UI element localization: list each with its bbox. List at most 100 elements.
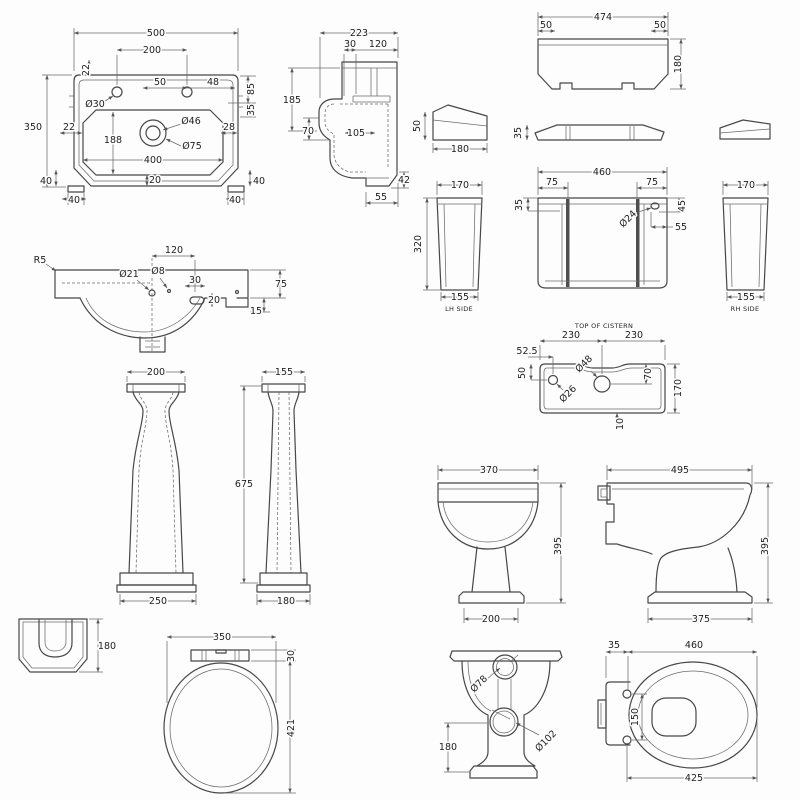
dim-trap-height: 180 (98, 641, 116, 652)
dim-pedestal-side-base: 180 (277, 596, 295, 607)
dim-rh-base: 155 (737, 292, 755, 303)
dim-rear-outlet: Ø102 (533, 728, 559, 754)
dim-hole-spacing: 200 (143, 45, 161, 56)
dim-cistern-rim: 35 (514, 199, 525, 211)
dim-cistern-hole-down: 45 (677, 200, 688, 212)
dim-pedestal-top: 200 (147, 367, 165, 378)
dim-lh-base: 155 (451, 292, 469, 303)
dim-basin-width: 500 (147, 28, 165, 39)
pedestal-front-view: 200 250 (116, 366, 197, 609)
dim-center-to-hole: 50 (154, 77, 166, 88)
dim-section-span: 120 (165, 245, 183, 256)
dim-rh-width: 170 (737, 180, 755, 191)
dim-lid-end-left: 50 (540, 20, 552, 31)
dim-back: 120 (369, 39, 387, 50)
dim-rear-inlet: Ø78 (468, 673, 490, 695)
dim-pedestal-base: 250 (149, 596, 167, 607)
dim-lid-left-height: 50 (412, 120, 423, 132)
dim-top-depth: 170 (673, 379, 684, 397)
dim-section-height: 75 (275, 279, 287, 290)
dim-basin-height: 350 (24, 122, 42, 133)
dim-section-drop: 20 (208, 295, 220, 306)
dim-lid-end-right: 50 (654, 20, 666, 31)
dim-cistern-hole-in: 55 (675, 222, 687, 233)
dim-inner-depth: 105 (347, 128, 365, 139)
dim-base-depth: 55 (375, 192, 387, 203)
toilet-seat-view: 350 30 421 (163, 631, 299, 794)
dim-web: 30 (344, 39, 356, 50)
dim-hinge-span: 150 (630, 708, 641, 726)
dim-bottom-gap: 20 (149, 175, 161, 186)
dim-cistern-inset-right: 75 (646, 177, 658, 188)
lid-end-left: 50 180 (411, 104, 488, 157)
dim-cistern-inset-left: 75 (546, 177, 558, 188)
dim-lh-height: 320 (413, 235, 424, 253)
dim-outlet: 42 (398, 175, 410, 186)
dim-toilet-side-base: 375 (692, 614, 710, 625)
dim-section-hole-b: Ø8 (151, 266, 165, 277)
dim-side-height: 185 (283, 95, 301, 106)
toilet-side-view: 495 395 375 (597, 464, 773, 627)
dim-cistern-hole: Ø24 (617, 208, 639, 230)
dim-lh-width: 170 (451, 180, 469, 191)
dim-top-lip: 10 (615, 418, 626, 430)
pedestal-side-view: 155 675 180 (233, 366, 311, 609)
dim-cistern-width: 460 (593, 167, 611, 178)
dim-rear-base-height: 180 (439, 742, 457, 753)
trap-section: 180 (18, 618, 118, 673)
dim-foot-right-w: 40 (229, 195, 241, 206)
dim-toilet-depth: 495 (671, 465, 689, 476)
dim-toilet-side-height: 395 (760, 537, 771, 555)
toilet-rear-view: Ø78 Ø102 180 (437, 650, 563, 779)
cistern-lh-side: 170 320 155 LH SIDE (412, 179, 483, 315)
dim-section-slot: 30 (189, 275, 201, 286)
basin-horizontal-section: R5 120 Ø21 Ø8 30 75 20 15 (32, 244, 289, 353)
label-rh-side: RH SIDE (731, 305, 760, 313)
dim-foot-left-w: 40 (68, 195, 80, 206)
toilet-top-view: 35 460 150 425 (597, 639, 758, 786)
dim-bowl-depth: 188 (104, 135, 122, 146)
dim-seat-length: 421 (286, 719, 297, 737)
dim-basin-depth: 223 (350, 28, 368, 39)
dim-seat-width: 350 (213, 632, 231, 643)
dim-pan-length: 425 (685, 773, 703, 784)
dim-waste-outer: Ø75 (182, 141, 202, 152)
dim-top-right-half: 230 (625, 330, 643, 341)
dim-foot-right-h: 40 (253, 176, 265, 187)
dim-hole-to-edge: 48 (207, 77, 219, 88)
dim-section-lip: 15 (250, 306, 262, 317)
dim-foot-left-h: 40 (40, 176, 52, 187)
basin-side-section: 223 30 120 185 70 105 42 55 (281, 27, 412, 207)
dim-top-offset: 70 (643, 368, 654, 380)
dim-pedestal-side-top: 155 (275, 367, 293, 378)
cistern-front-view: 460 75 75 35 Ø24 45 55 (513, 166, 690, 289)
dim-toilet-height: 395 (553, 537, 564, 555)
dim-top-edge: 50 (517, 367, 528, 379)
dim-section-radius: R5 (34, 255, 47, 266)
toilet-front-view: 370 395 200 (437, 464, 566, 627)
dim-lid-left-width: 180 (451, 144, 469, 155)
dim-seat-hinge: 30 (286, 650, 297, 662)
dim-toilet-width: 370 (480, 465, 498, 476)
dim-tap-hole: Ø30 (85, 99, 105, 110)
cistern-lid-front: 474 50 50 180 (537, 11, 686, 90)
dim-pedestal-height: 675 (235, 479, 253, 490)
dim-lid-width: 474 (594, 12, 612, 23)
dim-right-top: 85 (246, 83, 257, 95)
dim-lid-height: 180 (673, 55, 684, 73)
dim-hole-top-offset: 22 (81, 64, 92, 76)
dim-left-gap: 22 (63, 122, 75, 133)
dim-right-gap: 28 (223, 122, 235, 133)
dim-right-mid: 35 (246, 104, 257, 116)
dim-section-hole-a: Ø21 (119, 269, 139, 280)
dim-top-bracket: 35 (608, 640, 620, 651)
label-lh-side: LH SIDE (445, 305, 473, 313)
basin-front-view: 500 200 22 50 48 85 35 350 22 Ø30 188 Ø4… (22, 27, 266, 208)
dim-waste-inner: Ø46 (181, 116, 201, 127)
dim-pan-width: 460 (685, 640, 703, 651)
cistern-top-view: TOP OF CISTERN 230 230 52.5 50 Ø26 Ø48 7… (515, 321, 686, 432)
dim-top-small-hole: Ø26 (557, 383, 579, 405)
cistern-rh-side: 170 155 RH SIDE (722, 179, 769, 315)
